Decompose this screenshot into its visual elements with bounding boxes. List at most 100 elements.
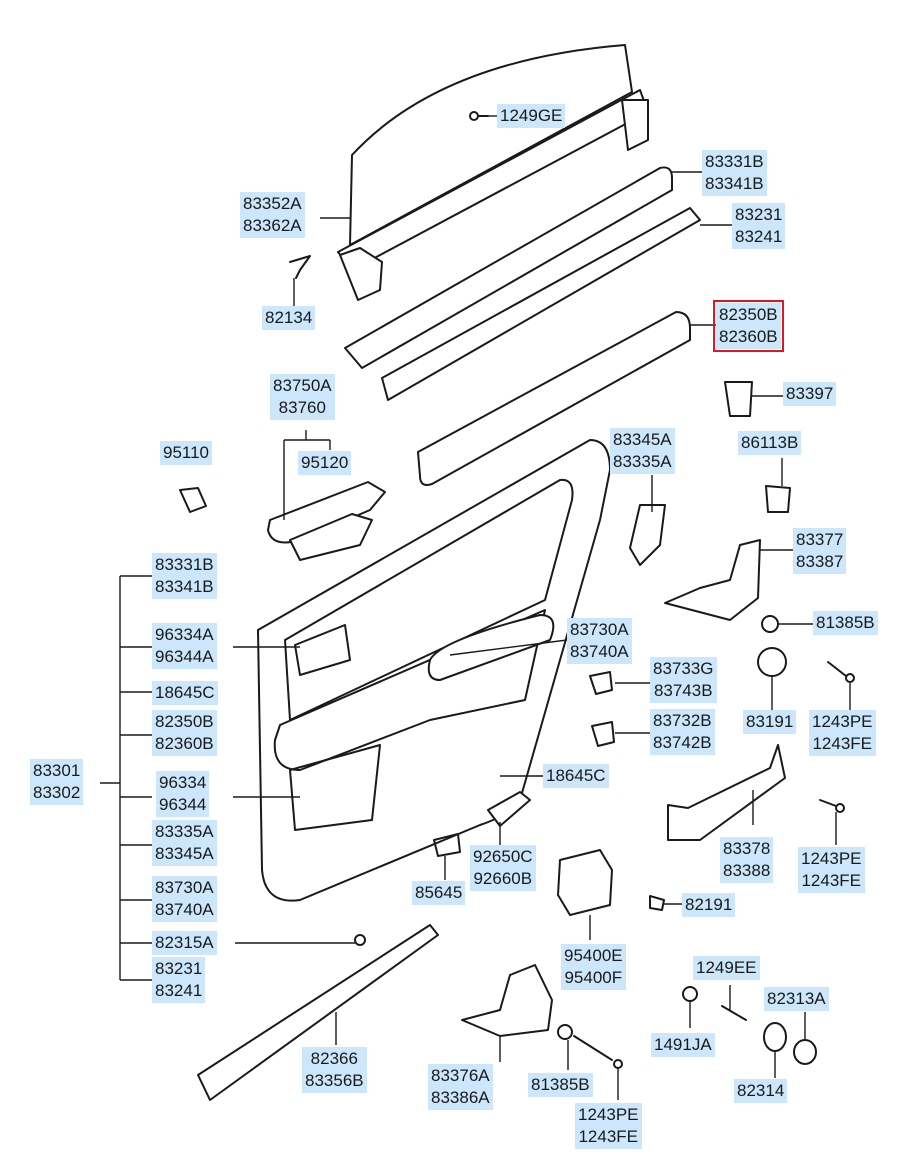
label-1491JA[interactable]: 1491JA (651, 1033, 715, 1057)
power-window-switch-part (267, 481, 386, 544)
label-line: 83378 (723, 839, 771, 858)
label-line: 83191 (746, 712, 794, 731)
label-line: 82350B (719, 305, 778, 324)
label-1249EE[interactable]: 1249EE (693, 956, 760, 980)
clip-83732B-part (591, 721, 615, 747)
label-line: 1249GE (500, 106, 563, 125)
label-18645C-left[interactable]: 18645C (152, 681, 218, 705)
label-83397[interactable]: 83397 (783, 382, 837, 406)
label-85645[interactable]: 85645 (412, 881, 466, 905)
label-line: 82134 (265, 308, 313, 327)
label-82134[interactable]: 82134 (262, 306, 316, 330)
label-86113B[interactable]: 86113B (738, 431, 802, 455)
label-81385B-right[interactable]: 81385B (813, 611, 878, 635)
label-95120[interactable]: 95120 (298, 451, 352, 475)
label-line: 1243PE (801, 849, 862, 868)
moulding-part (417, 311, 691, 486)
label-line: 83231 (735, 205, 783, 224)
label-82314[interactable]: 82314 (734, 1079, 788, 1103)
label-83231-83241-top[interactable]: 83231 83241 (732, 203, 786, 249)
label-line: 83345A (155, 844, 214, 863)
door-glass-part (349, 44, 633, 246)
label-96334A-96344A[interactable]: 96334A 96344A (152, 623, 217, 669)
clip-82191-part (649, 895, 665, 911)
label-line: 83730A (570, 620, 629, 639)
label-83191[interactable]: 83191 (743, 710, 797, 734)
label-line: 1243FE (801, 871, 862, 890)
label-line: 82313A (767, 989, 826, 1008)
label-line: 95110 (163, 443, 210, 462)
cap-82313A-part (793, 1039, 817, 1065)
label-line: 96344 (159, 795, 207, 814)
label-line: 83387 (796, 552, 844, 571)
label-line: 96334 (159, 773, 207, 792)
label-95110[interactable]: 95110 (160, 441, 213, 465)
label-83730A-83740A-left[interactable]: 83730A 83740A (152, 876, 217, 922)
label-line: 83341B (155, 577, 214, 596)
clip-85645-part (433, 833, 461, 857)
label-line: 1243FE (578, 1127, 639, 1146)
lock-knob-part (179, 487, 207, 513)
label-line: 83386A (431, 1088, 490, 1107)
label-line: 83341B (705, 174, 764, 193)
label-line: 82366 (310, 1049, 358, 1068)
label-18645C-right[interactable]: 18645C (543, 764, 609, 788)
label-1243PE-1243FE-b[interactable]: 1243PE 1243FE (798, 847, 865, 893)
label-82191[interactable]: 82191 (682, 893, 736, 917)
label-line: 1243PE (578, 1105, 639, 1124)
label-82313A[interactable]: 82313A (764, 987, 829, 1011)
label-line: 1243FE (812, 734, 873, 753)
clip-81385B-part (761, 615, 779, 633)
label-line: 82360B (155, 734, 214, 753)
weatherstrip-inner-part (381, 207, 701, 401)
cap-83191-part (757, 647, 787, 677)
label-line: 86113B (741, 433, 799, 452)
label-81385B-bottom[interactable]: 81385B (528, 1073, 593, 1097)
label-line: 83335A (155, 822, 214, 841)
module-95400E-part (557, 849, 613, 916)
label-line: 83740A (155, 900, 214, 919)
label-line: 82314 (737, 1081, 785, 1100)
label-line: 83760 (278, 398, 326, 417)
bracket-83377-part (664, 539, 761, 621)
label-line: 83241 (735, 227, 783, 246)
label-83335A-83345A-left[interactable]: 83335A 83345A (152, 820, 217, 866)
clip-1491JA-part (682, 986, 698, 1002)
bracket-83376A-part (461, 964, 553, 1037)
pad-83397-part (724, 381, 753, 417)
label-line: 83730A (155, 878, 214, 897)
label-line: 83335A (613, 452, 672, 471)
label-line: 83301 (33, 761, 81, 780)
label-82315A[interactable]: 82315A (152, 931, 217, 955)
label-1243PE-1243FE-c[interactable]: 1243PE 1243FE (575, 1103, 642, 1149)
pad-86113B-part (765, 485, 791, 513)
clip-83733G-part (589, 671, 613, 695)
label-line: 83241 (155, 981, 203, 1000)
clip-82134-part (289, 255, 311, 279)
label-1249GE[interactable]: 1249GE (497, 104, 566, 128)
label-line: 83743B (653, 681, 713, 700)
label-line: 96344A (155, 647, 214, 666)
label-line: 92660B (473, 869, 533, 888)
label-line: 96334A (155, 625, 214, 644)
label-96334-96344[interactable]: 96334 96344 (156, 771, 210, 817)
